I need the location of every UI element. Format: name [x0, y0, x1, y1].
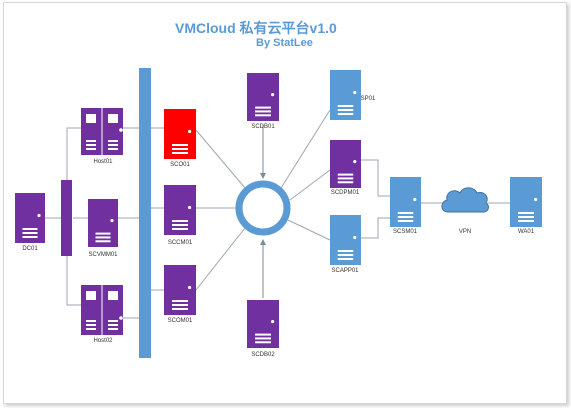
link-scapp01-scsm01 [361, 217, 390, 239]
label-vpn: VPN [458, 229, 472, 235]
host01-server-icon [81, 108, 123, 155]
label-host01: Host01 [93, 159, 113, 165]
label-sco01: SCO01 [170, 162, 190, 168]
link-sco01-hub [195, 129, 246, 189]
diagram-title: VMCloud 私有云平台v1.0 [175, 20, 337, 36]
scvmm01-server-icon [88, 199, 118, 247]
label-dc01: DC01 [22, 246, 38, 252]
scapp01-server-icon [330, 215, 361, 265]
main-bus-bar [139, 68, 151, 358]
scdb02-server-icon [247, 300, 279, 348]
sco01-server-icon [164, 109, 196, 159]
label-scapp01: SCAPP01 [331, 268, 359, 274]
link-hub-sp01 [280, 109, 331, 189]
scsm01-server-icon [390, 177, 421, 227]
label-scvmm01: SCVMM01 [88, 252, 118, 258]
scom01-server-icon [164, 265, 196, 315]
vpn-cloud-icon [441, 187, 490, 213]
label-scom01: SCOM01 [167, 318, 193, 324]
host02-server-icon [81, 285, 123, 335]
sccm01-server-icon [164, 185, 196, 235]
link-hub-scdpm01 [289, 169, 331, 201]
label-sccm01: SCCM01 [167, 240, 193, 246]
label-scdb01: SCDB01 [251, 124, 275, 130]
link-scom01-hub [195, 227, 246, 291]
label-scdpm01: SCDPM01 [330, 190, 360, 196]
diagram-subtitle: By StatLee [256, 37, 313, 49]
label-scsm01: SCSM01 [392, 229, 418, 235]
scdpm01-server-icon [330, 140, 361, 188]
link-scdpm01-scsm01 [361, 159, 390, 197]
scdb01-server-icon [247, 73, 279, 121]
label-scdb02: SCDB02 [251, 352, 275, 358]
sp01-server-icon [330, 70, 361, 120]
label-host02: Host02 [93, 338, 113, 344]
dc01-server-icon [15, 193, 45, 243]
wa01-server-icon [510, 177, 542, 227]
label-sp01: SP01 [360, 96, 376, 102]
server-icons [15, 70, 542, 348]
link-hub-scapp01 [287, 219, 331, 241]
label-wa01: WA01 [517, 229, 535, 235]
left-switch-bar [61, 180, 72, 256]
network-hub-ring [235, 180, 291, 236]
